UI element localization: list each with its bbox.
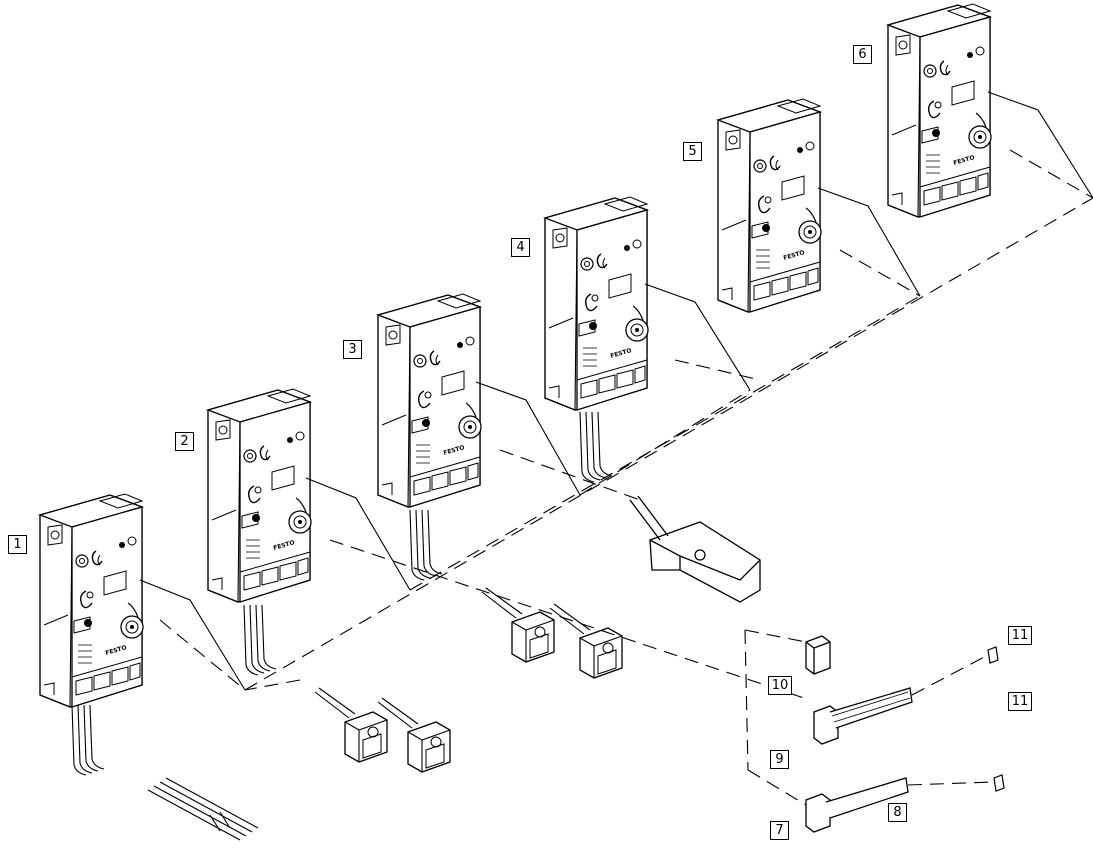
module-5 bbox=[717, 98, 822, 313]
callout-9: 9 bbox=[770, 750, 789, 769]
socket-adapter bbox=[629, 495, 761, 603]
module-1 bbox=[39, 493, 144, 708]
callout-3: 3 bbox=[343, 340, 362, 359]
cable-bundle-1 bbox=[71, 704, 105, 776]
module-2 bbox=[207, 388, 312, 603]
end-cap-11b bbox=[993, 774, 1005, 792]
connector-part-7 bbox=[805, 777, 909, 833]
module-4 bbox=[544, 196, 649, 411]
callout-8: 8 bbox=[888, 803, 907, 822]
dashed-leader-lines bbox=[159, 149, 1093, 806]
module-6 bbox=[887, 3, 992, 218]
valve-plug-1a bbox=[314, 687, 388, 763]
cable-bundle-3 bbox=[409, 509, 443, 581]
cable-bundle-2 bbox=[243, 604, 277, 676]
cable-bundle-4 bbox=[579, 411, 613, 483]
callout-5: 5 bbox=[683, 142, 702, 161]
wire-ends bbox=[147, 777, 259, 841]
end-cap-11a bbox=[987, 646, 999, 664]
connector-part-10 bbox=[805, 635, 831, 675]
module-3 bbox=[377, 293, 482, 508]
callout-10: 10 bbox=[768, 676, 792, 695]
valve-plug-2b bbox=[549, 603, 623, 679]
callout-1: 1 bbox=[8, 535, 27, 554]
solid-leader-lines bbox=[139, 91, 1093, 691]
callout-11b: 11 bbox=[1008, 692, 1032, 711]
valve-plug-2a bbox=[481, 587, 555, 663]
callout-11a: 11 bbox=[1008, 626, 1032, 645]
callout-2: 2 bbox=[175, 432, 194, 451]
callout-7: 7 bbox=[770, 821, 789, 840]
callout-6: 6 bbox=[853, 45, 872, 64]
valve-plug-1b bbox=[377, 697, 451, 773]
connector-part-9 bbox=[813, 687, 913, 745]
callout-4: 4 bbox=[511, 238, 530, 257]
